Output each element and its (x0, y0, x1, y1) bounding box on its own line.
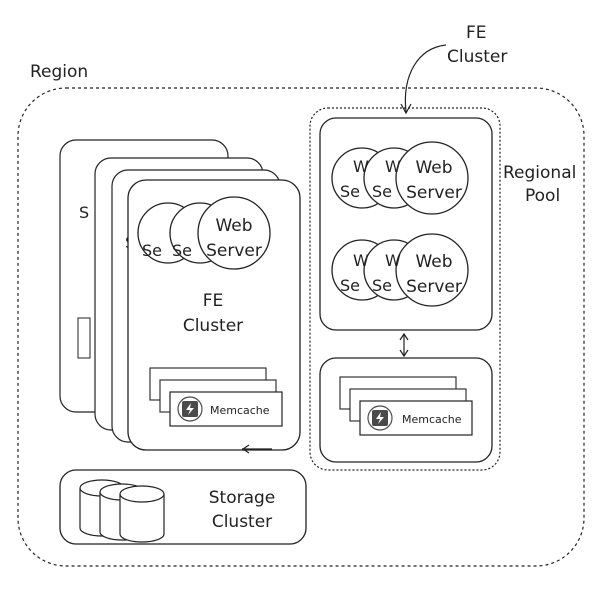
storage-disk-icon (119, 485, 165, 543)
web-server-circle (395, 141, 469, 215)
memcache-chip-icon (367, 405, 393, 431)
fe-cluster-label-line2: Cluster (183, 316, 243, 336)
web-server-label-line1: Web (415, 158, 452, 178)
web-server-partial-label: Se (372, 182, 392, 201)
bidirectional-arrow (399, 332, 409, 358)
fe-cluster-pointer-arrow (404, 44, 447, 113)
web-server-partial-label: Se (142, 241, 162, 260)
web-server-circle (395, 233, 469, 307)
memcache-fragment-3 (77, 317, 91, 359)
web-server-partial-label: W (353, 157, 369, 176)
fe-cluster-annotation-line1: FE (466, 23, 487, 43)
regional-pool-label-line1: Regional (503, 163, 576, 183)
web-server-partial-label: W (385, 157, 401, 176)
storage-cluster-label-line2: Cluster (212, 512, 272, 532)
fe-cluster-pointer-arrowhead (400, 103, 412, 115)
memcache-label: Memcache (402, 413, 462, 426)
web-server-partial-label: Se (340, 276, 360, 295)
web-server-partial-label: W (385, 251, 401, 270)
web-server-partial-label: Se (172, 241, 192, 260)
web-server-partial-label: W (353, 251, 369, 270)
web-server-label-line2: Server (406, 277, 462, 297)
fe-cluster-annotation-line2: Cluster (447, 47, 507, 67)
web-server-circle (197, 196, 271, 270)
web-server-label-line1: Web (415, 252, 452, 272)
region-label: Region (30, 62, 88, 82)
web-server-label-line2: Server (406, 183, 462, 203)
storage-cluster-label-line1: Storage (209, 488, 276, 508)
web-server-label-line1: Web (215, 216, 252, 236)
region-boundary (17, 87, 585, 567)
web-server-label-line2: Server (206, 241, 262, 261)
memcache-chip-icon (177, 396, 203, 422)
fe-cluster-label-line1: FE (203, 291, 224, 311)
memcache-label: Memcache (210, 404, 270, 417)
cluster-connector-arrowhead (241, 444, 250, 454)
web-server-partial-label: Se (372, 276, 392, 295)
regional-pool-label-line2: Pool (525, 186, 560, 206)
regional-pool-boundary (309, 107, 501, 471)
web-server-partial-label: Se (340, 182, 360, 201)
web-server-fragment-3: S (79, 203, 89, 222)
